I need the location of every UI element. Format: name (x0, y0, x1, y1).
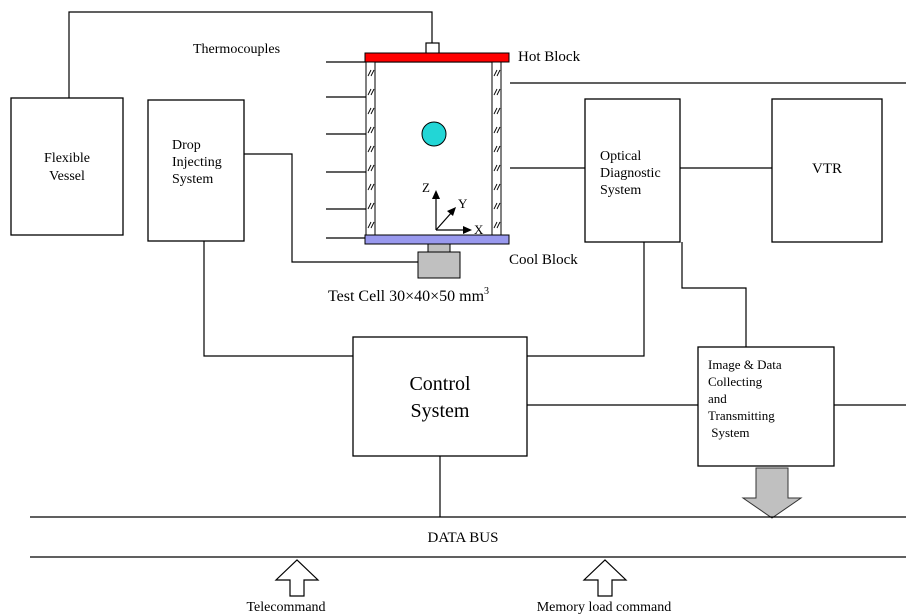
hatch-mark (370, 107, 375, 115)
telecommand-label: Telecommand (246, 600, 325, 614)
hot-block (364, 52, 510, 63)
cool-block-label: Cool Block (509, 252, 578, 268)
box-label-line: System (411, 400, 470, 422)
hatch-mark (496, 126, 501, 134)
box-label-line: Transmitting (708, 408, 775, 423)
wall-hatching (367, 69, 501, 229)
line-optical-to-control (527, 242, 645, 357)
box-label-line: Control (409, 373, 471, 395)
hatch-mark (493, 69, 498, 77)
hatch-mark (496, 202, 501, 210)
hatch-mark (367, 126, 372, 134)
connection-lines (68, 11, 906, 517)
box-label-line: Collecting (708, 374, 763, 389)
hatch-mark (370, 202, 375, 210)
hatch-mark (493, 164, 498, 172)
pedestal-top (427, 243, 451, 253)
hatch-mark (493, 183, 498, 191)
hatch-mark (496, 164, 501, 172)
hatch-mark (496, 145, 501, 153)
vtr-label: VTR (812, 161, 842, 177)
thermocouple-leads (326, 61, 366, 239)
line-drop-to-control (203, 241, 353, 357)
box-label-line: VTR (812, 161, 842, 177)
hatch-mark (370, 221, 375, 229)
axis-y-label: Y (458, 196, 468, 211)
hatch-mark (370, 69, 375, 77)
line-vessel-to-cell (68, 11, 433, 98)
hatch-mark (370, 183, 375, 191)
test-cell-left-wall (365, 61, 376, 238)
hatch-mark (367, 88, 372, 96)
hatch-mark (367, 145, 372, 153)
hatch-mark (367, 164, 372, 172)
box-label-line: Vessel (49, 169, 85, 184)
box-label-line: Injecting (172, 155, 222, 170)
hatch-mark (367, 202, 372, 210)
box-label-line: Diagnostic (600, 166, 661, 181)
axis-x-label: X (474, 222, 484, 237)
hatch-mark (367, 183, 372, 191)
hatch-mark (496, 88, 501, 96)
box-label-line: Image & Data (708, 357, 782, 372)
cool-block (364, 234, 510, 245)
data-bus: DATA BUS (30, 516, 906, 558)
test-cell-right-wall (491, 61, 502, 238)
line-drop-to-cell (244, 153, 418, 263)
hatch-mark (370, 88, 375, 96)
hatch-mark (367, 221, 372, 229)
drop-circle (421, 121, 447, 147)
hatch-mark (370, 164, 375, 172)
hatch-mark (496, 221, 501, 229)
data-bus-label: DATA BUS (428, 530, 499, 546)
hatch-mark (496, 183, 501, 191)
test-cell: Z Y X (364, 42, 510, 279)
box-label-line: System (172, 172, 213, 187)
memory-load-command-label: Memory load command (537, 600, 672, 614)
hatch-mark (367, 69, 372, 77)
axis-glyphs: Z Y X (422, 180, 484, 237)
thermocouples-label: Thermocouples (193, 42, 280, 57)
hatch-mark (493, 88, 498, 96)
memory-load-arrow (582, 559, 628, 597)
hatch-mark (370, 145, 375, 153)
output-arrow-down (741, 467, 803, 519)
thermocouple-connector (425, 42, 440, 55)
hatch-mark (493, 126, 498, 134)
telecommand-arrow (274, 559, 320, 597)
box-label-line: Flexible (44, 151, 90, 166)
hatch-mark (370, 126, 375, 134)
pedestal-base (417, 251, 461, 279)
box-label-line: Optical (600, 149, 641, 164)
box-label-line: and (708, 391, 727, 406)
test-cell-label: Test Cell 30×40×50 mm3 (328, 286, 489, 305)
box-label-line: System (600, 183, 641, 198)
line-optical-to-image (681, 242, 747, 347)
hatch-mark (493, 107, 498, 115)
vtr-box: VTR (771, 98, 883, 243)
hatch-mark (496, 69, 501, 77)
hatch-mark (493, 145, 498, 153)
hatch-mark (493, 221, 498, 229)
axis-z-label: Z (422, 180, 430, 195)
hot-block-label: Hot Block (518, 49, 581, 65)
hatch-mark (496, 107, 501, 115)
box-label-line: System (708, 425, 750, 440)
hatch-mark (367, 107, 372, 115)
hatch-mark (493, 202, 498, 210)
box-label-line: Drop (172, 138, 201, 153)
